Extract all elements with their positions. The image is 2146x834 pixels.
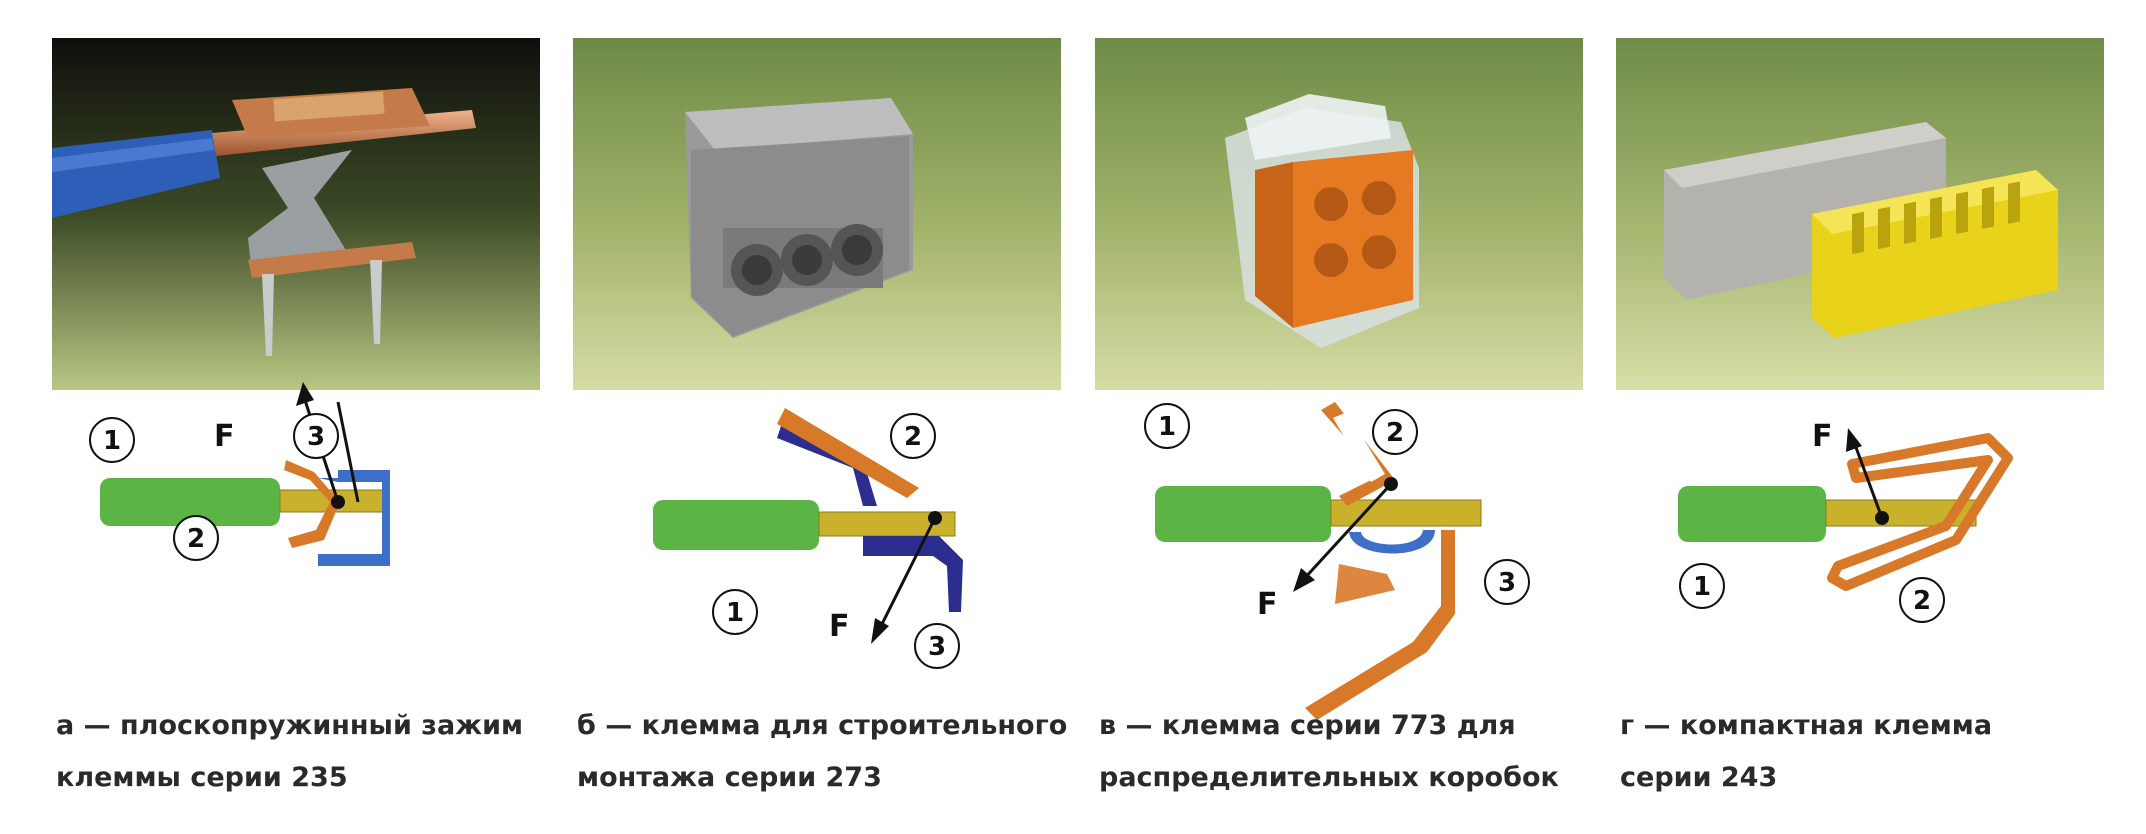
photo-building-terminal <box>573 38 1061 390</box>
label-3: 3 <box>914 623 960 669</box>
force-arrow <box>336 401 360 503</box>
force-arrow <box>1852 441 1884 519</box>
label-3: 3 <box>1484 559 1530 605</box>
spring-2 <box>777 408 919 498</box>
svg-text:3: 3 <box>1498 568 1516 598</box>
caption-line2: распределительных коробок <box>1099 762 1559 793</box>
caption-b: б — клемма для строительного монтажа сер… <box>577 700 1097 804</box>
label-2: 2 <box>890 413 936 459</box>
svg-text:3: 3 <box>928 632 946 662</box>
label-2: 2 <box>173 515 219 561</box>
spring-3 <box>1305 530 1455 720</box>
force-label: F <box>829 609 850 644</box>
conductor <box>1330 499 1482 527</box>
svg-text:2: 2 <box>904 422 922 452</box>
busbar-3 <box>863 536 963 612</box>
svg-text:1: 1 <box>1693 572 1711 602</box>
label-2: 2 <box>1372 409 1418 455</box>
caption-line2: клеммы серии 235 <box>56 762 348 793</box>
caption-g: г — компактная клемма серии 243 <box>1620 700 2140 804</box>
insulation-1 <box>1155 486 1331 542</box>
caption-line1: г — компактная клемма <box>1620 710 1993 741</box>
insulation-1 <box>100 478 280 526</box>
svg-text:2: 2 <box>187 524 205 554</box>
busbar-3 <box>1349 530 1435 554</box>
label-1: 1 <box>1144 403 1190 449</box>
label-1: 1 <box>89 417 135 463</box>
label-1: 1 <box>712 589 758 635</box>
force-label: F <box>214 419 235 454</box>
insulation-1 <box>653 500 819 550</box>
caption-a: а — плоскопружинный зажим клеммы серии 2… <box>56 700 576 804</box>
force-arrow <box>877 517 937 631</box>
spring-2 <box>1827 433 2013 591</box>
panel-v: 1 2 3 F в — клемма серии 773 для распред… <box>1095 0 1583 834</box>
diagram-b: 2 1 3 F <box>653 408 963 669</box>
busbar-3-top <box>777 426 877 506</box>
caption-v: в — клемма серии 773 для распределительн… <box>1099 700 1619 804</box>
photo-flat-spring-clamp <box>52 38 540 390</box>
spring-2 <box>284 460 340 548</box>
svg-text:2: 2 <box>1913 586 1931 616</box>
svg-text:1: 1 <box>1158 412 1176 442</box>
busbar-3 <box>318 470 390 566</box>
panel-b: 2 1 3 F б — клемма для строительного мон… <box>573 0 1067 834</box>
force-label: F <box>1257 587 1278 622</box>
label-3: 3 <box>293 413 339 459</box>
insulation-1 <box>1678 486 1826 542</box>
caption-line1: а — плоскопружинный зажим <box>56 710 524 741</box>
svg-text:1: 1 <box>103 426 121 456</box>
label-1: 1 <box>1679 563 1725 609</box>
photo-junction-box-terminal <box>1095 38 1583 390</box>
diagram-g: 1 2 F <box>1678 419 2013 623</box>
caption-line1: б — клемма для строительного <box>577 710 1068 741</box>
svg-text:3: 3 <box>307 422 325 452</box>
photo-compact-terminal <box>1616 38 2104 390</box>
caption-line1: в — клемма серии 773 для <box>1099 710 1516 741</box>
panel-g: 1 2 F г — компактная клемма серии 243 <box>1616 0 2104 834</box>
svg-text:1: 1 <box>726 598 744 628</box>
caption-line2: серии 243 <box>1620 762 1778 793</box>
panel-a: 1 3 2 F а — плоскопружинный зажим клеммы… <box>52 0 540 834</box>
force-arrow <box>1301 482 1393 582</box>
diagram-v: 1 2 3 F <box>1144 402 1530 720</box>
label-2: 2 <box>1899 577 1945 623</box>
force-label: F <box>1812 419 1833 454</box>
caption-line2: монтажа серии 273 <box>577 762 882 793</box>
svg-text:2: 2 <box>1386 418 1404 448</box>
diagram-a: 1 3 2 F <box>89 382 390 566</box>
